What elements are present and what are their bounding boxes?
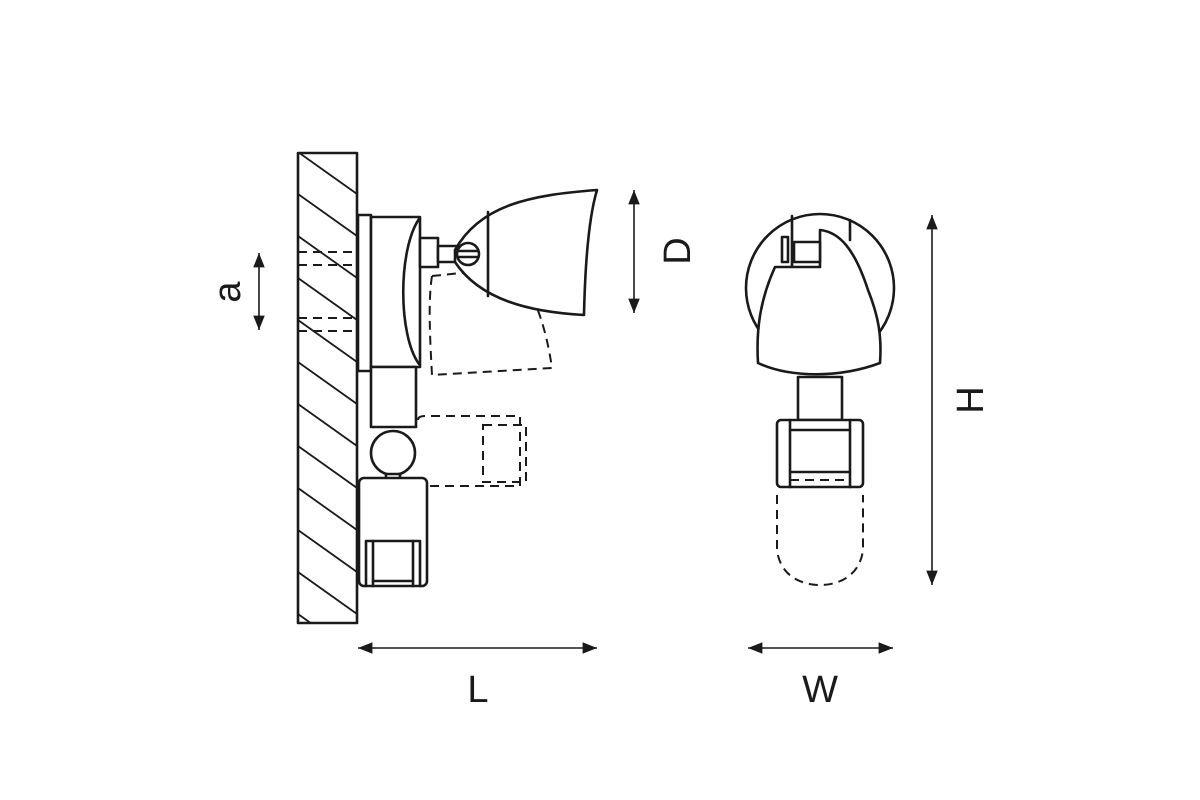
shade-arm: [418, 236, 462, 269]
dimension-W: W: [748, 642, 893, 711]
hatch-line: [298, 403, 357, 447]
hatch-line: [298, 235, 357, 279]
hatch-line: [298, 277, 357, 321]
dimension-a: a: [207, 252, 265, 330]
side-view: [296, 110, 599, 625]
hatch-line: [298, 445, 357, 489]
lamp-shade: [453, 188, 599, 317]
hatch-line: [298, 193, 357, 237]
label-H: H: [950, 386, 992, 413]
dimension-L: L: [358, 642, 597, 711]
rotated-adapter-ghost: [417, 415, 527, 487]
wall-anchor-holes: [298, 251, 357, 332]
hatch-line: [298, 361, 357, 405]
label-L: L: [467, 669, 488, 711]
adapter-stem: [369, 365, 418, 481]
hatch-line: [298, 529, 357, 573]
mount-plate: [356, 213, 422, 373]
label-D: D: [657, 237, 699, 264]
track-adapter-block: [357, 476, 429, 588]
hatch-line: [298, 487, 357, 531]
dimension-D: D: [628, 190, 699, 313]
front-view: [744, 212, 896, 587]
hatch-line: [298, 153, 357, 195]
label-W: W: [802, 669, 838, 711]
dimension-H: H: [926, 215, 992, 585]
wall-hatching: [296, 110, 359, 625]
hatch-line: [298, 571, 357, 615]
hatch-line: [298, 110, 357, 152]
label-a: a: [207, 281, 249, 303]
hatch-line: [298, 319, 357, 363]
hatch-line: [298, 613, 313, 623]
